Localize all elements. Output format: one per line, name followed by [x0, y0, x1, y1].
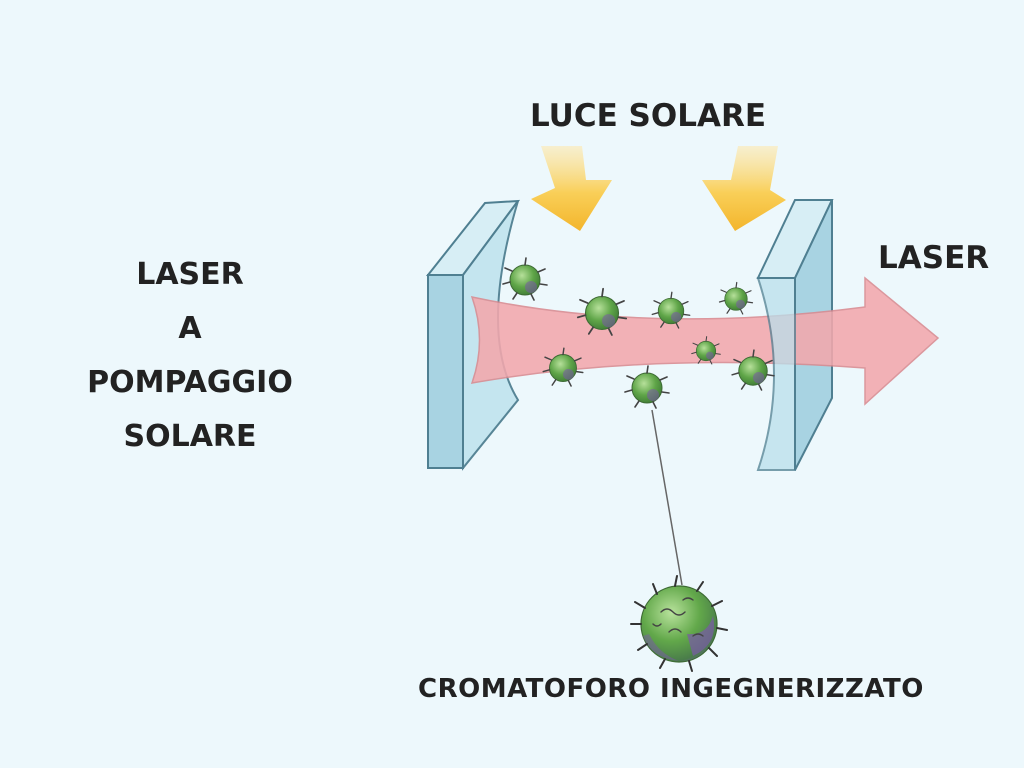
- mirror-icon: [756, 277, 796, 471]
- sunlight-arrow-icon: [702, 146, 786, 231]
- chromophore-icon: [630, 575, 728, 672]
- title-line: LASER: [136, 257, 244, 292]
- pointer-line: [651, 409, 683, 586]
- diagram-title: LASER A POMPAGGIO SOLARE: [55, 248, 325, 464]
- laser-output-label: LASER: [878, 240, 990, 276]
- sunlight-arrow-icon: [531, 146, 612, 231]
- title-line: SOLARE: [123, 419, 257, 454]
- title-line: POMPAGGIO: [87, 365, 293, 400]
- title-line: A: [178, 311, 202, 346]
- chromophore-label: CROMATOFORO INGEGNERIZZATO: [418, 674, 924, 704]
- sunlight-label: LUCE SOLARE: [530, 98, 767, 134]
